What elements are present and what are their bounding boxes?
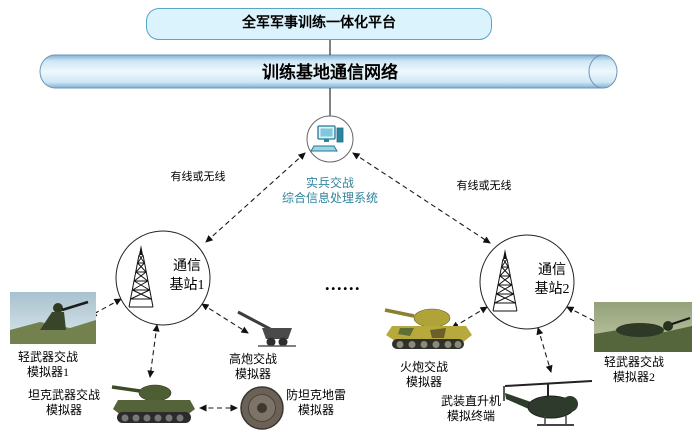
link-system-station2 (352, 152, 491, 244)
station2-label-line2: 基站2 (534, 282, 570, 297)
aa-gun-sim-label: 高炮交战 模拟器 (208, 352, 298, 382)
network-pipe (39, 54, 618, 89)
soldier-photo-2 (594, 302, 692, 352)
link-station1-tank (147, 324, 160, 378)
mine-image (240, 386, 284, 430)
light-weapon-sim2-line2: 模拟器2 (612, 370, 655, 384)
system-label-line2: 综合信息处理系统 (281, 191, 378, 205)
station1-label-line2: 基站1 (169, 278, 205, 293)
stations-ellipsis: ...... (325, 274, 361, 294)
station1-label-line1: 通信 (173, 259, 201, 274)
helicopter-terminal-line1: 武装直升机 (440, 394, 501, 408)
anti-tank-mine-sim-line1: 防坦克地雷 (285, 388, 346, 402)
light-weapon-sim2-line1: 轻武器交战 (603, 355, 664, 369)
light-weapon-sim1-line1: 轻武器交战 (17, 350, 78, 364)
tank-weapon-sim-label: 坦克武器交战 模拟器 (14, 388, 114, 418)
platform-title-box: 全军军事训练一体化平台 (146, 8, 492, 40)
processing-system-node (306, 115, 354, 163)
station2-label-line1: 通信 (538, 263, 566, 278)
anti-tank-mine-sim-label: 防坦克地雷 模拟器 (271, 388, 361, 418)
station1-node (115, 230, 211, 326)
system-label: 实兵交战 综合信息处理系统 (250, 176, 410, 206)
artillery-sim-line2: 模拟器 (405, 375, 442, 389)
light-weapon-sim2-label: 轻武器交战 模拟器2 (589, 355, 679, 385)
anti-tank-mine-sim-line2: 模拟器 (297, 403, 334, 417)
helicopter-terminal-line2: 模拟终端 (446, 409, 495, 423)
tank-image (111, 384, 195, 423)
tank-weapon-sim-line1: 坦克武器交战 (27, 388, 100, 402)
link-label-left: 有线或无线 (170, 171, 226, 183)
system-label-line1: 实兵交战 (305, 176, 354, 190)
platform-title: 全军军事训练一体化平台 (242, 16, 396, 31)
aa-gun-sim-line1: 高炮交战 (228, 352, 277, 366)
link-station1-aagun (201, 303, 249, 334)
light-weapon-sim1-label: 轻武器交战 模拟器1 (3, 350, 93, 380)
helicopter-image (503, 380, 593, 426)
light-weapon-sim1-line2: 模拟器1 (26, 365, 69, 379)
artillery-sim-line1: 火炮交战 (399, 360, 448, 374)
artillery-sim-label: 火炮交战 模拟器 (379, 360, 469, 390)
artillery-image (384, 308, 472, 349)
link-station2-artillery (451, 306, 488, 329)
link-label-right: 有线或无线 (456, 180, 512, 192)
station2-node (479, 234, 575, 330)
helicopter-terminal-label: 武装直升机 模拟终端 (426, 394, 516, 424)
station2-label: 通信 基站2 (528, 261, 576, 299)
link-station2-helicopter (536, 327, 553, 373)
aa-gun-sim-line2: 模拟器 (234, 367, 271, 381)
tank-weapon-sim-line2: 模拟器 (45, 403, 82, 417)
soldier-photo-1 (10, 292, 96, 344)
link-system-station1 (205, 152, 306, 243)
aa-gun-image (237, 310, 296, 347)
computer-icon (310, 125, 344, 152)
network-title: 训练基地通信网络 (262, 63, 398, 82)
station1-label: 通信 基站1 (163, 257, 211, 295)
